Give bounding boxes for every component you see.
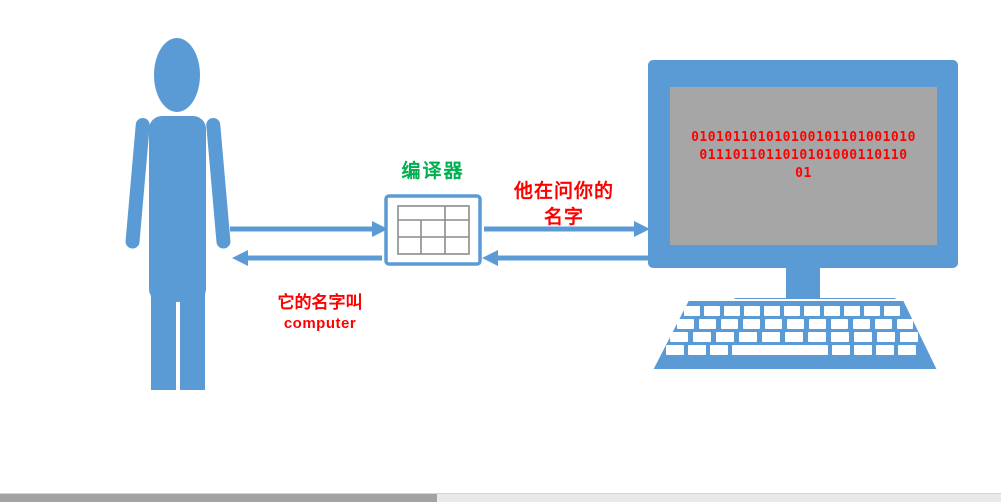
arrow-compiler-to-computer-icon: [484, 221, 650, 237]
arrow-person-to-compiler-icon: [230, 221, 388, 237]
compiler-device-icon: [384, 194, 482, 266]
compiler-device-frame: [384, 194, 482, 266]
reply-line2: computer: [283, 315, 357, 332]
scrollbar-thumb[interactable]: [0, 494, 437, 502]
person-right-leg: [180, 292, 205, 390]
person-left-arm: [125, 117, 150, 249]
person-head: [154, 38, 200, 112]
spacebar-key: [732, 345, 828, 355]
reply-label: 它的名字叫 computer: [253, 292, 387, 334]
keyboard-icon: [650, 299, 940, 371]
keyboard-keys-row-3: [670, 332, 918, 342]
computer-question-line2: 名字: [543, 207, 584, 228]
binary-line-2: 0111011011010101000110110: [699, 148, 908, 163]
person-icon: [125, 38, 231, 390]
binary-line-3: 01: [795, 166, 812, 181]
keyboard-keys-row-4: [666, 345, 916, 355]
keyboard-keys-row-1: [684, 306, 900, 316]
arrow-compiler-to-person-icon: [232, 250, 382, 266]
compiler-device-grid: [397, 205, 470, 255]
horizontal-scrollbar[interactable]: [0, 493, 1001, 502]
computer-monitor-icon: [648, 60, 958, 334]
person-right-arm: [206, 117, 231, 249]
compiler-label: 编译器: [401, 161, 465, 182]
computer-question-label: 他在问你的 名字: [488, 179, 640, 231]
reply-line1: 它的名字叫: [277, 293, 363, 312]
binary-line-1: 010101101010100101101001010: [691, 130, 916, 145]
monitor-screen: [670, 87, 937, 245]
arrow-computer-to-compiler-icon: [482, 250, 648, 266]
person-left-leg: [151, 292, 176, 390]
computer-question-line1: 他在问你的: [513, 181, 614, 202]
person-torso: [149, 116, 206, 302]
keyboard-keys-row-2: [677, 319, 913, 329]
binary-output-text: 010101101010100101101001010 011101101101…: [670, 129, 937, 183]
